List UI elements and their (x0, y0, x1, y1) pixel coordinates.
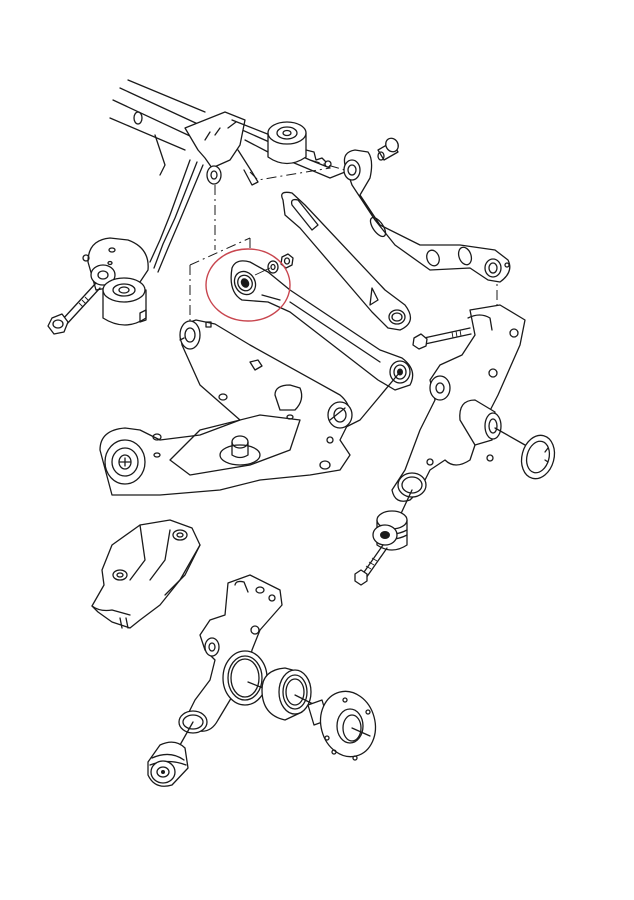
wheel-hub (307, 690, 377, 761)
upper-control-arm (343, 149, 511, 283)
heat-shield (91, 519, 201, 629)
lower-control-arm (99, 319, 353, 496)
nut (280, 253, 294, 269)
subframe-bushing-left (82, 237, 149, 326)
circlip (520, 434, 556, 480)
upper-arm-bushing-sleeve (377, 137, 399, 161)
subframe-bolt (47, 282, 101, 335)
wheel-bearing (261, 667, 316, 721)
washer (254, 260, 279, 276)
lateral-link (230, 260, 414, 441)
knuckle-left (178, 574, 283, 746)
subframe-bushing-right (267, 121, 332, 168)
knuckle-right (391, 304, 526, 521)
knuckle-bushing-lower (147, 741, 189, 787)
knuckle-bushing (372, 510, 408, 551)
bushing-bolt (354, 544, 388, 586)
highlight-circle (205, 248, 291, 322)
toe-link (281, 191, 412, 331)
knuckle-bolt (412, 327, 472, 350)
subframe (109, 79, 346, 273)
